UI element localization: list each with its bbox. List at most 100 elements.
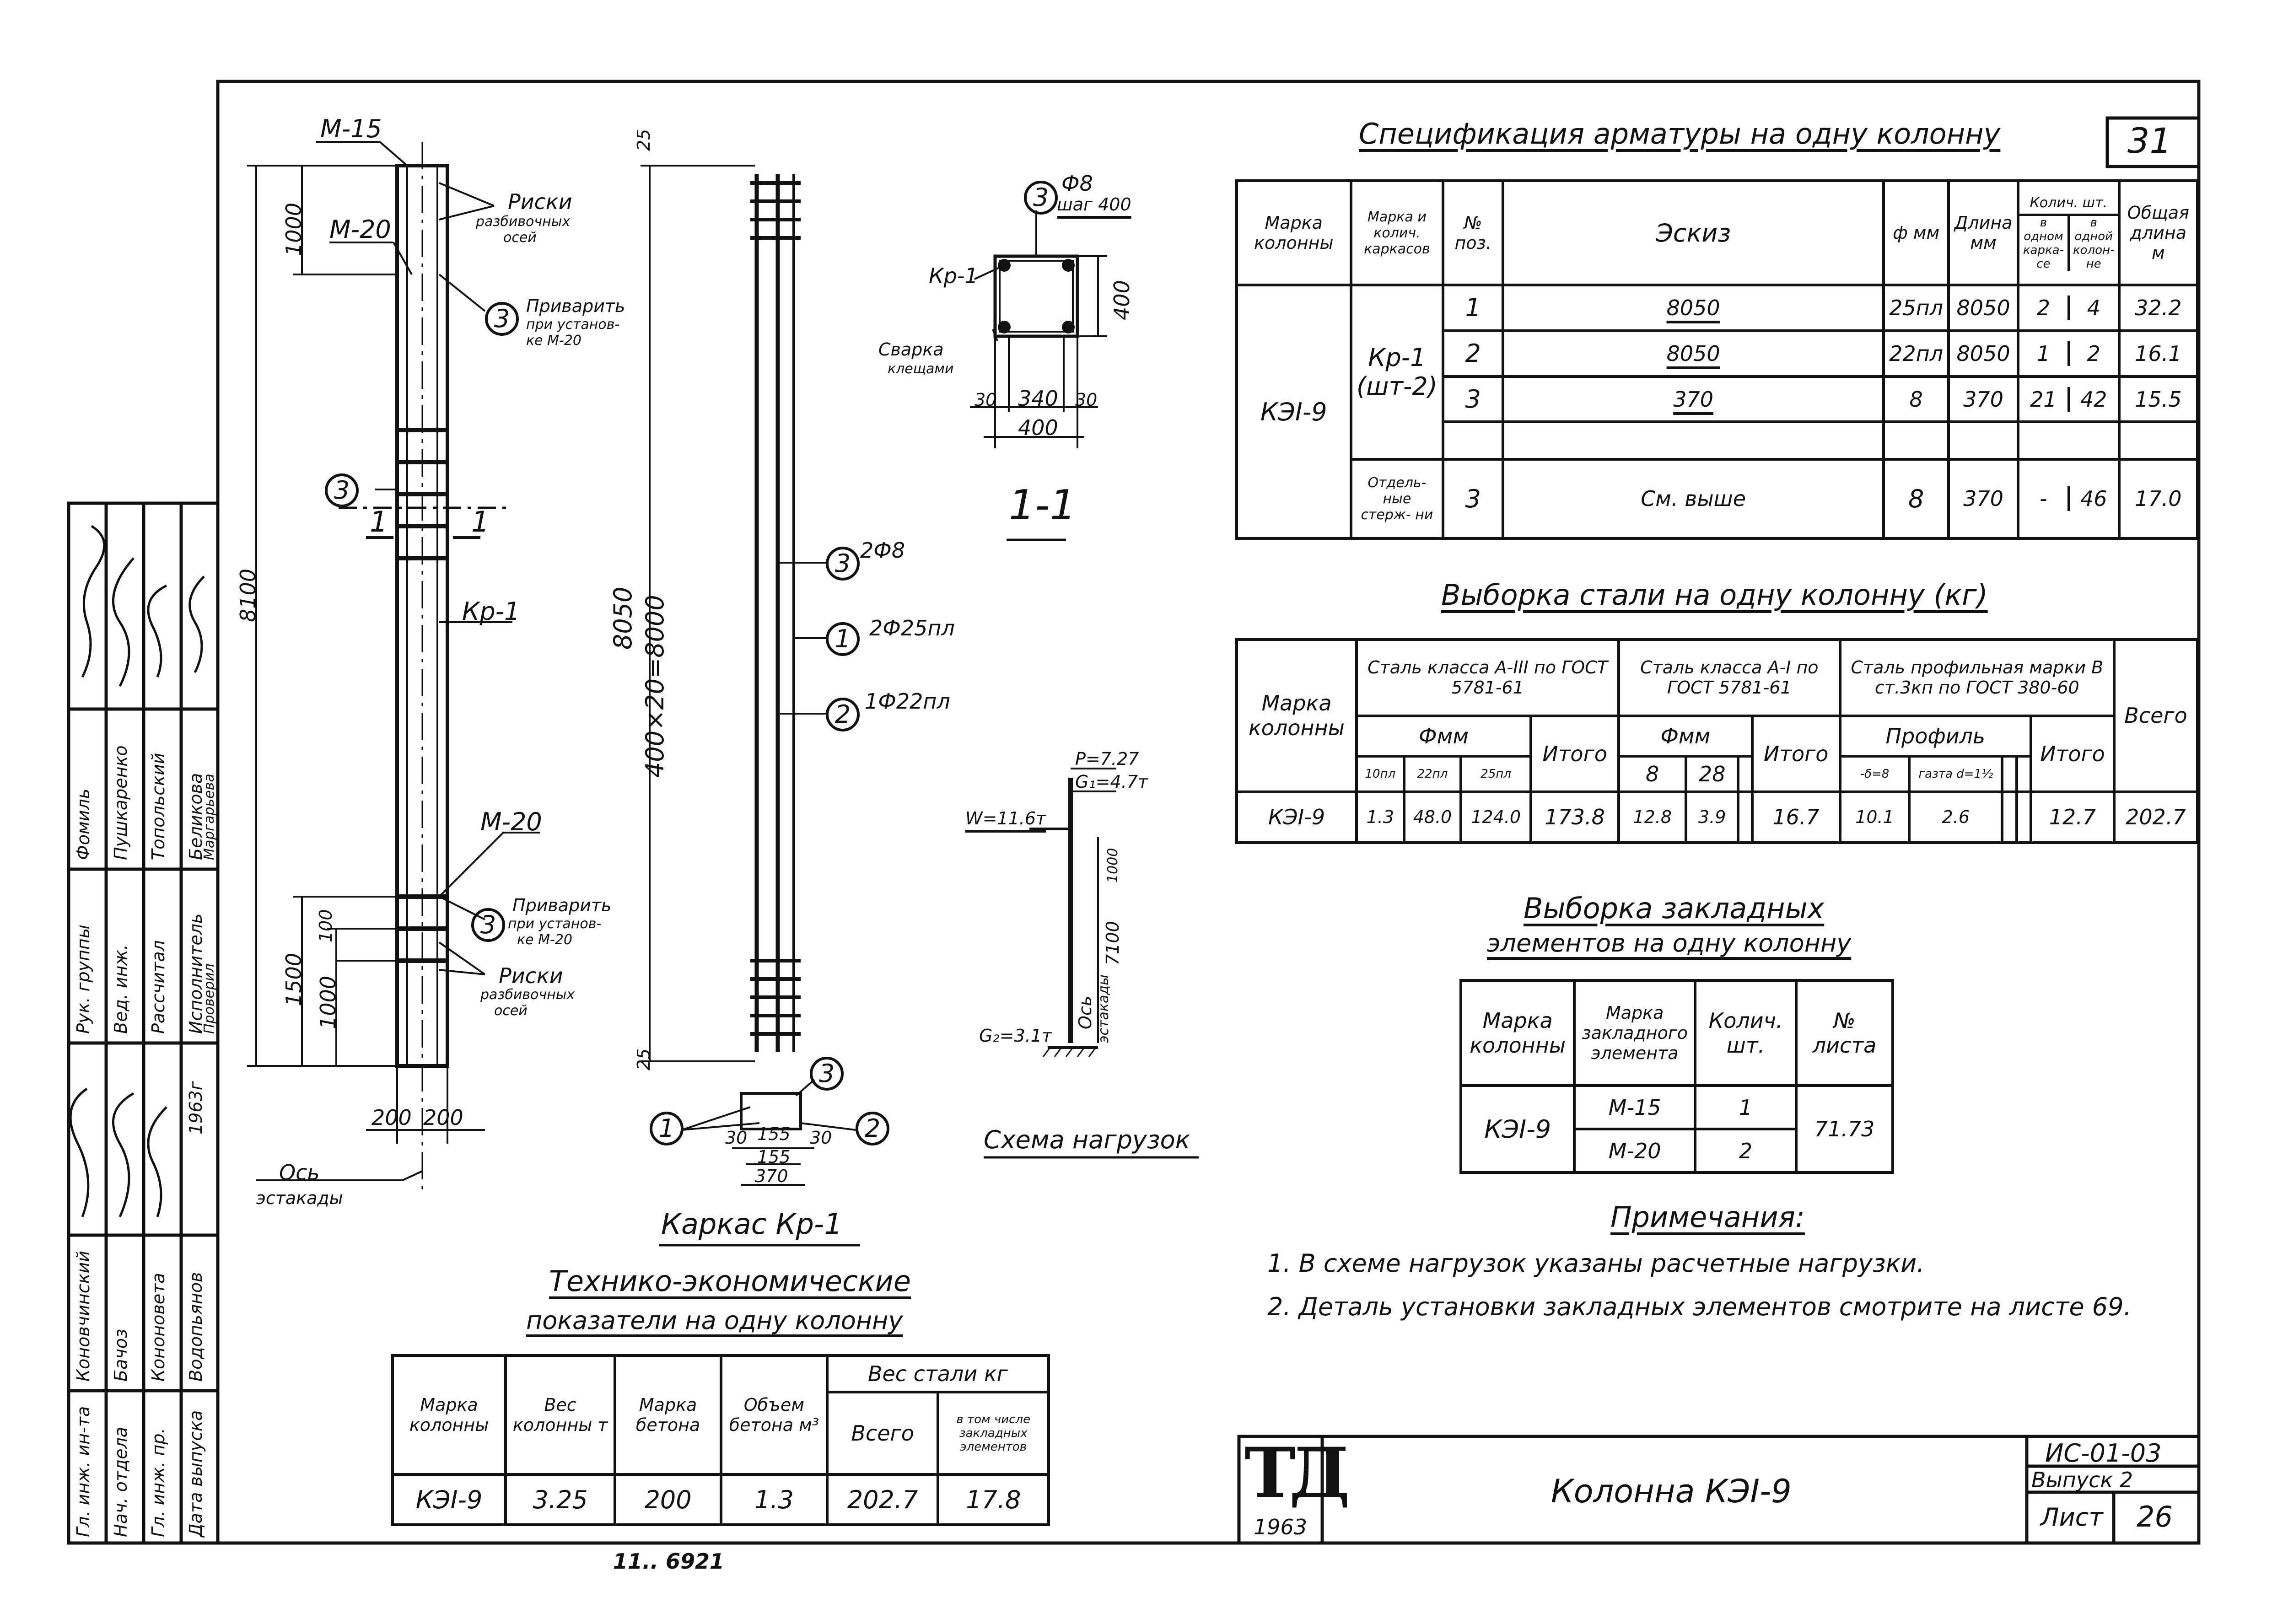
side-year: 1963г xyxy=(186,1081,206,1135)
dim-100: 100 xyxy=(316,909,336,942)
tep-row-all: 202.7 xyxy=(825,1473,940,1526)
steel-row-itogo3: 12.7 xyxy=(2030,790,2116,844)
spec-h-total: Общая длина м xyxy=(2117,179,2199,287)
stamp-list-label: Лист xyxy=(2040,1503,2103,1532)
label-estakady: эстакады xyxy=(256,1188,343,1208)
steel-row-v4: 12.8 xyxy=(1617,790,1688,844)
td-logo: ТД xyxy=(1244,1433,1350,1513)
stamp-year: 1963 xyxy=(1254,1515,1308,1539)
karkas-label-2f25: 2Ф25пл xyxy=(869,616,955,640)
spec-h-qty-b: в одной колон- не xyxy=(2073,216,2115,271)
side-role-2: Нач. отдела xyxy=(111,1426,131,1537)
side-role-3: Гл. инж. пр. xyxy=(148,1428,168,1537)
spec-sep-a: - xyxy=(2019,486,2070,511)
karkas-label-1f22: 1Ф22пл xyxy=(865,689,950,714)
note-1: 1. В схеме нагрузок указаны расчетные на… xyxy=(1267,1249,1925,1278)
spec-r3-total: 15.5 xyxy=(2117,375,2199,424)
label-os: Ось xyxy=(279,1160,320,1185)
steel-sub-a3: 25пл xyxy=(1459,755,1533,793)
spec-sep-pos: 3 xyxy=(1442,457,1505,540)
tep-row-volume: 1.3 xyxy=(719,1473,829,1526)
spec-empty-pos xyxy=(1442,420,1505,461)
steel-h-mark: Марка колонны xyxy=(1235,638,1358,793)
karkas-dim-400x20: 400×20=8000 xyxy=(641,595,669,778)
steel-h-a1: Сталь класса А-I по ГОСТ 5781-61 xyxy=(1617,638,1841,717)
spec-r1-a: 2 xyxy=(2019,295,2070,320)
embed-r1-qty: 1 xyxy=(1693,1084,1798,1130)
spec-r2-a: 1 xyxy=(2019,341,2070,366)
spec-sep-b: 46 xyxy=(2080,486,2107,511)
section-shag: шаг 400 xyxy=(1057,194,1131,215)
steel-sub-a1: 10пл xyxy=(1355,755,1405,793)
spec-empty-qty xyxy=(2017,420,2121,461)
spec-h-eskiz: Эскиз xyxy=(1502,179,1885,287)
tep-h-all: Всего xyxy=(825,1391,940,1476)
steel-table: Марка колонны Сталь класса А-III по ГОСТ… xyxy=(1235,638,2199,844)
section-svarka: Сварка xyxy=(878,339,944,360)
section-dim-340: 340 xyxy=(1018,386,1058,411)
tep-h-concrete: Марка бетона xyxy=(614,1354,722,1476)
spec-mark: КЭI-9 xyxy=(1235,284,1352,540)
stamp-code: ИС-01-03 xyxy=(2045,1439,2162,1468)
karkas-bottom-callout-1: 1 xyxy=(650,1112,684,1145)
spec-r1-total: 32.2 xyxy=(2117,284,2199,332)
karkas-dim-370: 370 xyxy=(755,1166,788,1186)
section-callout-3: 3 xyxy=(1024,181,1058,215)
steel-row-mark: КЭI-9 xyxy=(1235,790,1358,844)
side-name-b1: Фомиль xyxy=(73,788,93,860)
label-riski-bot: Риски xyxy=(499,963,563,988)
load-p: P=7.27 xyxy=(1075,749,1139,769)
spec-r3-sketch: 370 xyxy=(1502,375,1885,424)
spec-karkas2: (шт-2) xyxy=(1357,372,1437,401)
notes-title: Примечания: xyxy=(1610,1200,1805,1234)
section-kleshami: клещами xyxy=(888,361,954,377)
section-dim-30b: 30 xyxy=(1075,390,1098,410)
steel-h-a3: Сталь класса А-III по ГОСТ 5781-61 xyxy=(1355,638,1621,717)
steel-sub-b1: 8 xyxy=(1617,755,1688,793)
karkas-dim-25-top: 25 xyxy=(634,129,654,151)
karkas-callout-3: 3 xyxy=(826,547,860,581)
tep-h-mark: Марка колонны xyxy=(391,1354,507,1476)
spec-r3-b: 42 xyxy=(2080,387,2107,412)
embed-r2-qty: 2 xyxy=(1693,1128,1798,1174)
karkas-dim-8050: 8050 xyxy=(608,586,637,650)
embed-h-mark: Марка колонны xyxy=(1459,979,1576,1087)
side-role-1: Гл. инж. ин-та xyxy=(73,1406,93,1537)
karkas-bottom-callout-3: 3 xyxy=(810,1057,844,1091)
callout-3-mid: 3 xyxy=(325,473,359,507)
side-role-b5: Проверил xyxy=(201,963,217,1034)
spec-r1-len: 8050 xyxy=(1947,284,2019,332)
steel-sub-c4 xyxy=(2015,755,2033,793)
spec-karkas: Кр-1(шт-2) xyxy=(1349,284,1445,461)
spec-empty-total xyxy=(2117,420,2199,461)
tep-h-steel: Вес стали кг xyxy=(825,1354,1050,1393)
embed-h-el: Марка закладного элемента xyxy=(1573,979,1696,1087)
callout-3-bot: 3 xyxy=(471,908,505,942)
side-name-2: Бачоз xyxy=(111,1328,131,1382)
label-m15: М-15 xyxy=(320,114,382,143)
tep-h-incl: в том числе закладных элементов xyxy=(937,1391,1050,1476)
note-2: 2. Деталь установки закладных элементов … xyxy=(1267,1292,2132,1321)
karkas-dim-155b: 155 xyxy=(757,1147,791,1167)
label-riski-top-3: осей xyxy=(503,230,537,246)
spec-sep-total: 17.0 xyxy=(2117,457,2199,540)
side-name-b3: Топольский xyxy=(148,753,168,860)
side-name-3: Кононовета xyxy=(148,1273,168,1382)
steel-row-v2: 48.0 xyxy=(1402,790,1463,844)
stamp-vypusk: Выпуск 2 xyxy=(2031,1468,2133,1492)
load-os: Ось xyxy=(1075,995,1095,1029)
load-g1: G₁=4.7т xyxy=(1075,772,1148,792)
side-role-b2: Вед. инж. xyxy=(111,944,131,1034)
tep-table: Марка колонны Вес колонны т Марка бетона… xyxy=(391,1354,1050,1526)
bottom-mark: 11.. 6921 xyxy=(613,1549,725,1574)
tep-h-weight: Вес колонны т xyxy=(504,1354,617,1476)
tep-row-incl: 17.8 xyxy=(937,1473,1050,1526)
spec-sep-qty: -46 xyxy=(2017,457,2121,540)
spec-h-len: Длина мм xyxy=(1947,179,2019,287)
label-privarit-top: Приварить xyxy=(526,296,625,316)
embed-mark: КЭI-9 xyxy=(1459,1084,1576,1174)
steel-title: Выборка стали на одну колонну (кг) xyxy=(1441,578,1988,612)
spec-h-phi: ф мм xyxy=(1882,179,1950,287)
